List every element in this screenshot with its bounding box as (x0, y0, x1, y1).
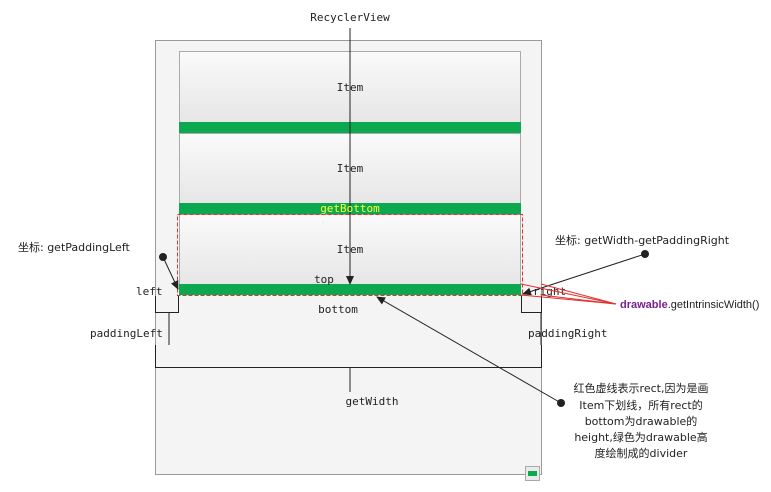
drawable-keyword: drawable (620, 299, 668, 311)
coord-right-arrow (522, 253, 646, 296)
note-line-5: 度绘制成的divider (595, 446, 688, 460)
left-label: left (136, 285, 163, 298)
bottom-label: bottom (318, 303, 358, 316)
divider-3 (179, 284, 521, 295)
note-line-4: height,绿色为drawable高 (574, 430, 707, 444)
intrinsic-width-method: .getIntrinsicWidth() (668, 299, 760, 311)
intrinsic-width-line-a (520, 283, 617, 305)
note-line-1: 红色虚线表示rect,因为是画 (574, 381, 709, 395)
top-label: top (314, 273, 334, 286)
get-bottom-label: getBottom (320, 202, 380, 215)
get-width-bracket (155, 345, 542, 368)
padding-left-label: paddingLeft (90, 327, 163, 340)
divider-rect-dashed (177, 214, 523, 296)
note-line-2: Item下划线，所有rect的 (579, 398, 702, 412)
intrinsic-width-label: drawable.getIntrinsicWidth() (620, 299, 759, 311)
coord-left-label: 坐标: getPaddingLeft (18, 240, 131, 254)
intrinsic-width-line-c (540, 283, 617, 305)
note-line-3: bottom为drawable的 (585, 414, 698, 428)
recyclerview-title: RecyclerView (310, 11, 390, 24)
resize-grip-fill (528, 471, 537, 476)
note-arrow (376, 296, 562, 404)
item-label-1: Item (337, 81, 364, 94)
intrinsic-width-line-d (540, 294, 617, 305)
get-width-label: getWidth (346, 395, 399, 408)
padding-right-label: paddingRight (528, 327, 607, 340)
item-label-2: Item (337, 162, 364, 175)
padding-left-bracket (155, 296, 179, 313)
item-label-3: Item (337, 243, 364, 256)
coord-right-label: 坐标: getWidth-getPaddingRight (555, 233, 730, 247)
coord-left-arrow (162, 256, 179, 290)
padding-right-bracket (521, 296, 542, 313)
